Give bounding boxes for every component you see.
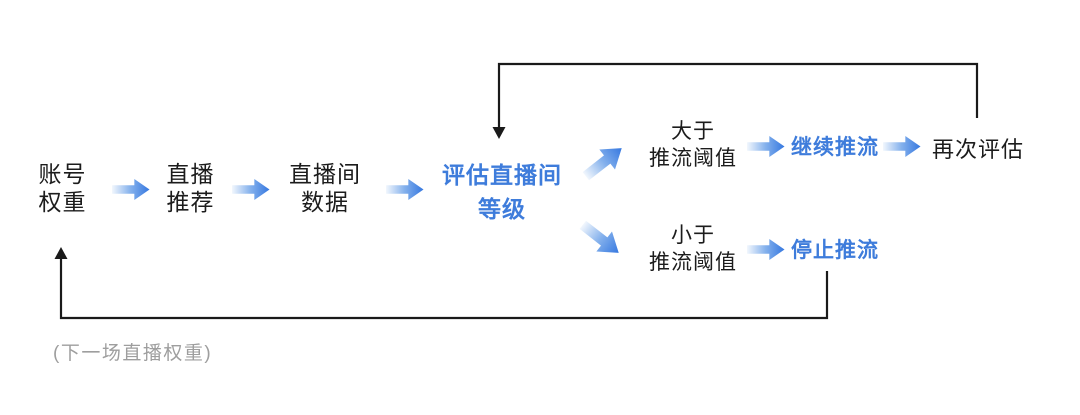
right-arrow-icon: [386, 177, 424, 202]
node-account-weight: 账号 权重: [38, 161, 87, 215]
right-arrow-icon: [747, 134, 785, 159]
right-arrow-icon: [747, 237, 785, 262]
node-live-recommendation: 直播 推荐: [166, 161, 215, 215]
node-continue-push: 继续推流: [791, 136, 879, 159]
node-above-threshold: 大于 推流阈值: [649, 120, 737, 170]
down-right-arrow-icon: [571, 211, 630, 267]
node-below-threshold: 小于 推流阈值: [649, 224, 737, 274]
node-reevaluate: 再次评估: [931, 137, 1024, 162]
up-right-arrow-icon: [574, 134, 633, 190]
node-evaluate-room-level: 评估直播间 等级: [442, 162, 562, 222]
right-arrow-icon: [232, 177, 270, 202]
down-arrowhead-icon: [492, 127, 506, 139]
node-stop-push: 停止推流: [791, 239, 879, 262]
node-live-room-data: 直播间 数据: [289, 161, 361, 215]
right-arrow-icon: [112, 177, 150, 202]
next-session-weight-label: (下一场直播权重): [53, 343, 213, 364]
right-arrow-icon: [883, 134, 921, 159]
up-arrowhead-icon: [54, 247, 68, 259]
